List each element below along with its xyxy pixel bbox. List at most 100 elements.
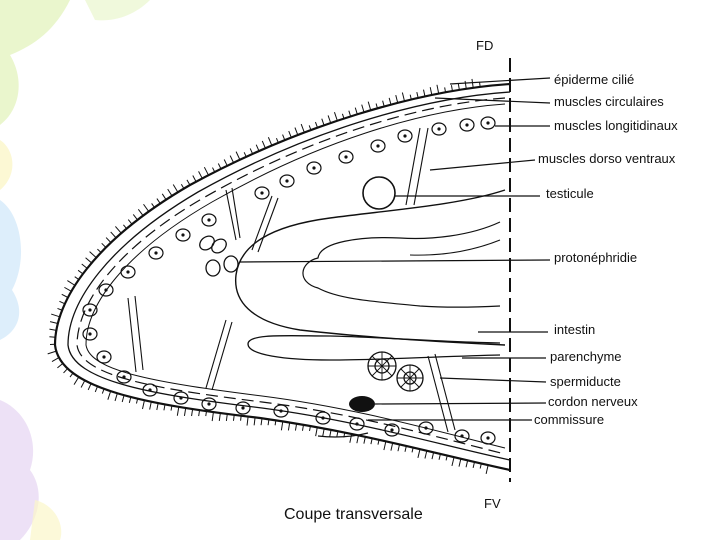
label-spermiducte: spermiducte bbox=[550, 374, 621, 389]
cilium bbox=[85, 257, 92, 264]
nucleus-dot bbox=[344, 155, 348, 159]
nucleus-dot bbox=[207, 218, 211, 222]
cell-nucleus bbox=[418, 421, 434, 435]
cell-nucleus bbox=[173, 391, 189, 405]
cell-nucleus bbox=[459, 118, 475, 132]
commissure bbox=[317, 432, 369, 438]
cilium bbox=[409, 94, 412, 100]
cell-nucleus bbox=[96, 350, 112, 364]
cilium bbox=[436, 84, 440, 94]
cilium bbox=[81, 263, 88, 269]
cilium bbox=[280, 421, 284, 431]
spermiduct-rays bbox=[368, 352, 423, 391]
cilium bbox=[348, 110, 352, 117]
cilium bbox=[404, 445, 407, 452]
cilium bbox=[51, 313, 60, 318]
cilium bbox=[64, 286, 72, 292]
leader-lines bbox=[239, 77, 551, 421]
cilium bbox=[485, 465, 489, 475]
cilium bbox=[47, 350, 57, 355]
nucleus-dot bbox=[403, 134, 407, 138]
cilium bbox=[321, 118, 325, 126]
epidermis-inner bbox=[67, 91, 511, 461]
cilium bbox=[367, 101, 372, 111]
nucleus-dot bbox=[321, 416, 325, 420]
cilium bbox=[132, 214, 138, 221]
cell-nucleus bbox=[98, 283, 114, 297]
cell-nucleus bbox=[349, 417, 365, 431]
cilium bbox=[267, 419, 270, 426]
cilium bbox=[218, 412, 221, 422]
cilium bbox=[105, 237, 112, 243]
cilium bbox=[445, 455, 448, 461]
cilium bbox=[308, 125, 312, 131]
cell-nucleus bbox=[454, 429, 470, 443]
cilium bbox=[135, 398, 139, 404]
label-cordon-nerveux: cordon nerveux bbox=[548, 394, 638, 409]
cilium bbox=[243, 152, 247, 158]
cilium bbox=[94, 386, 98, 393]
cilium bbox=[438, 453, 441, 460]
nucleus-dot bbox=[207, 402, 211, 406]
cilium bbox=[288, 130, 292, 138]
cilium bbox=[429, 87, 433, 96]
cilium bbox=[416, 92, 419, 99]
cell-nucleus bbox=[82, 327, 98, 341]
cilium bbox=[260, 418, 263, 426]
cilium bbox=[450, 85, 453, 92]
nucleus-dot bbox=[355, 422, 359, 426]
cilium bbox=[349, 433, 353, 443]
cell-nucleus bbox=[148, 246, 164, 260]
cilium bbox=[61, 293, 69, 298]
cilium bbox=[198, 171, 203, 179]
cilium bbox=[143, 203, 150, 212]
intestine-lumen bbox=[302, 221, 501, 308]
nucleus-dot bbox=[390, 428, 394, 432]
cilium bbox=[73, 376, 80, 385]
cilium bbox=[431, 452, 435, 460]
cell-nucleus bbox=[201, 213, 217, 227]
cilium bbox=[249, 148, 254, 155]
cilium bbox=[370, 438, 373, 445]
protonephridia-cells bbox=[199, 235, 239, 277]
cell-nucleus bbox=[142, 383, 158, 397]
cilium bbox=[354, 107, 358, 115]
label-commissure: commissure bbox=[534, 412, 604, 427]
cilium bbox=[287, 422, 291, 431]
cilium bbox=[377, 439, 380, 445]
cilium bbox=[123, 224, 128, 230]
cell-nucleus bbox=[397, 129, 413, 143]
label-testicule: testicule bbox=[546, 186, 594, 201]
cilium bbox=[322, 428, 325, 437]
cell-nuclei bbox=[82, 116, 496, 445]
cilia bbox=[47, 78, 489, 475]
cilium bbox=[401, 92, 406, 102]
figure-caption: Coupe transversale bbox=[284, 506, 423, 523]
cilium bbox=[275, 138, 279, 144]
nucleus-dot bbox=[424, 426, 428, 430]
epidermis-outer bbox=[53, 82, 511, 472]
cell-nucleus bbox=[480, 431, 496, 445]
cell-nucleus bbox=[338, 150, 354, 164]
cell-nucleus bbox=[480, 116, 496, 130]
cilium bbox=[49, 321, 58, 325]
nucleus-dot bbox=[104, 288, 108, 292]
cell-nucleus bbox=[116, 370, 132, 384]
nucleus-dot bbox=[376, 144, 380, 148]
cilium bbox=[423, 89, 426, 97]
cilium bbox=[203, 166, 209, 176]
cilium bbox=[424, 450, 428, 459]
cilium bbox=[229, 155, 235, 163]
cilium bbox=[458, 458, 462, 467]
cilium bbox=[115, 226, 122, 234]
cell-nucleus bbox=[306, 161, 322, 175]
cilium bbox=[107, 391, 112, 400]
cilium bbox=[282, 134, 286, 141]
cilium bbox=[170, 405, 173, 411]
cilium bbox=[465, 460, 469, 468]
cilium bbox=[395, 95, 399, 104]
cilium bbox=[57, 307, 63, 311]
nucleus-dot bbox=[179, 396, 183, 400]
